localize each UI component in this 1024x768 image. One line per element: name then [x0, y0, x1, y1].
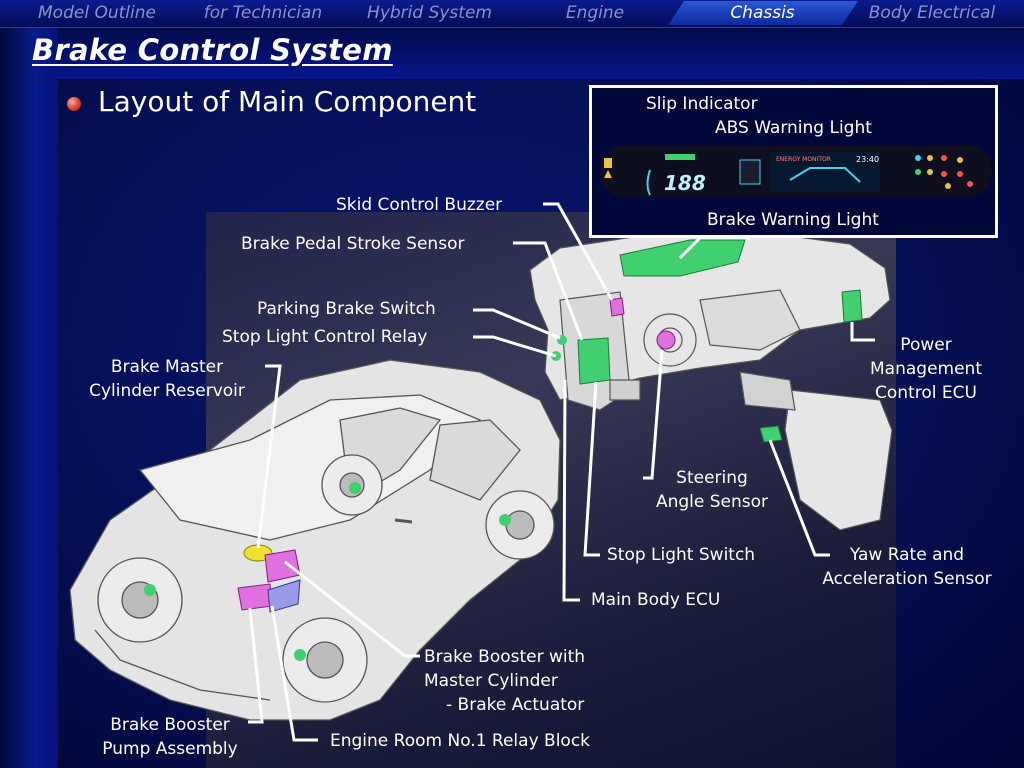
meter-cluster-component — [619, 239, 746, 277]
brake-booster-pump-assembly-label: Brake Booster Pump Assembly — [88, 713, 252, 761]
bullet-icon — [67, 97, 81, 111]
label-line: Pump Assembly — [102, 739, 238, 759]
tab-body-electrical[interactable]: Body Electrical — [868, 3, 996, 23]
section-subtitle: Layout of Main Component — [98, 85, 477, 118]
label-line: Master Cylinder — [424, 671, 558, 691]
label-line: Acceleration Sensor — [822, 569, 992, 589]
indicator-icon — [915, 169, 921, 175]
indicator-icon — [941, 171, 947, 177]
brake-warning-light-icon — [967, 181, 973, 187]
brake-pedal-stroke-sensor-label: Brake Pedal Stroke Sensor — [241, 234, 465, 254]
indicator-icon — [941, 155, 947, 161]
label-line: Brake Master — [110, 357, 224, 377]
shift-indicator-icon — [665, 154, 695, 160]
label-line: Control ECU — [875, 383, 977, 403]
indicator-icon — [927, 169, 933, 175]
label-line: Angle Sensor — [655, 492, 769, 512]
front-wheel-sensor-marker — [144, 584, 156, 596]
page-title: Brake Control System — [32, 33, 393, 67]
abs-warning-light-icon — [945, 183, 951, 189]
label-line: Steering — [676, 468, 748, 488]
steering-angle-sensor-label: Steering Angle Sensor — [642, 466, 782, 514]
engine-room-relay-block-label: Engine Room No.1 Relay Block — [330, 731, 591, 751]
front-wheel-sensor-marker-2 — [294, 649, 306, 661]
main-body-ecu-label: Main Body ECU — [591, 590, 721, 610]
warning-triangle-icon — [604, 170, 612, 178]
slip-indicator-icon — [604, 158, 612, 168]
relay-block-marker — [267, 579, 301, 613]
instrument-panel-drawing — [529, 231, 893, 531]
label-line: Brake Booster — [110, 715, 230, 735]
title-band — [0, 27, 1024, 79]
active-tab-highlight — [668, 1, 858, 25]
tab-hybrid-system[interactable]: Hybrid System — [367, 3, 492, 23]
indicator-icon — [957, 157, 963, 163]
indicator-icon — [927, 155, 933, 161]
speed-readout: 188 — [664, 171, 706, 195]
label-line: Power — [900, 335, 952, 355]
brake-warning-light-label: Brake Warning Light — [707, 210, 879, 230]
rear-wheel-sensor-marker — [349, 482, 361, 494]
ecu-marker — [577, 337, 611, 385]
energy-monitor-screen — [770, 152, 880, 192]
warning-lights-cluster — [915, 155, 973, 189]
parking-brake-switch-label: Parking Brake Switch — [257, 299, 436, 319]
brake-master-cylinder-reservoir-label: Brake Master Cylinder Reservoir — [74, 355, 260, 403]
skid-control-buzzer-label: Skid Control Buzzer — [336, 195, 503, 215]
indicator-icon — [957, 171, 963, 177]
left-accent-bar — [0, 27, 58, 768]
navigation-bar: Model Outline for Technician Hybrid Syst… — [0, 0, 1024, 28]
stop-light-control-relay-label: Stop Light Control Relay — [222, 327, 428, 347]
car-silhouette-icon — [789, 167, 861, 183]
power-ecu-marker — [841, 289, 863, 323]
slip-indicator-label: Slip Indicator — [646, 94, 758, 114]
speed-gauge-icon — [646, 169, 651, 196]
label-line: Cylinder Reservoir — [89, 381, 245, 401]
yaw-sensor-marker — [759, 425, 783, 443]
tab-for-technician[interactable]: for Technician — [203, 3, 323, 23]
component-markers — [144, 289, 863, 661]
power-management-control-ecu-label: Power Management Control ECU — [856, 333, 996, 405]
stop-light-switch-label: Stop Light Switch — [607, 545, 756, 565]
mode-panel-icon — [739, 159, 761, 185]
label-line: - Brake Actuator — [446, 695, 585, 715]
tab-engine[interactable]: Engine — [565, 3, 625, 23]
label-line: Yaw Rate and — [849, 545, 965, 565]
yaw-rate-acceleration-sensor-label: Yaw Rate and Acceleration Sensor — [805, 543, 1009, 591]
rear-wheel-sensor-marker-2 — [499, 514, 511, 526]
label-line: Brake Booster with — [424, 647, 586, 667]
indicator-icon — [915, 155, 921, 161]
buzzer-marker — [609, 297, 625, 317]
tab-model-outline[interactable]: Model Outline — [38, 3, 156, 23]
steering-sensor-marker — [656, 330, 676, 350]
tab-chassis[interactable]: Chassis — [730, 3, 795, 23]
brake-booster-master-cylinder-label: Brake Booster with Master Cylinder - Bra… — [424, 645, 585, 717]
energy-monitor-label: ENERGY MONITOR — [776, 156, 831, 163]
abs-warning-light-label: ABS Warning Light — [715, 118, 872, 138]
label-line: Management — [870, 359, 982, 379]
clock-readout: 23:40 — [856, 155, 879, 164]
